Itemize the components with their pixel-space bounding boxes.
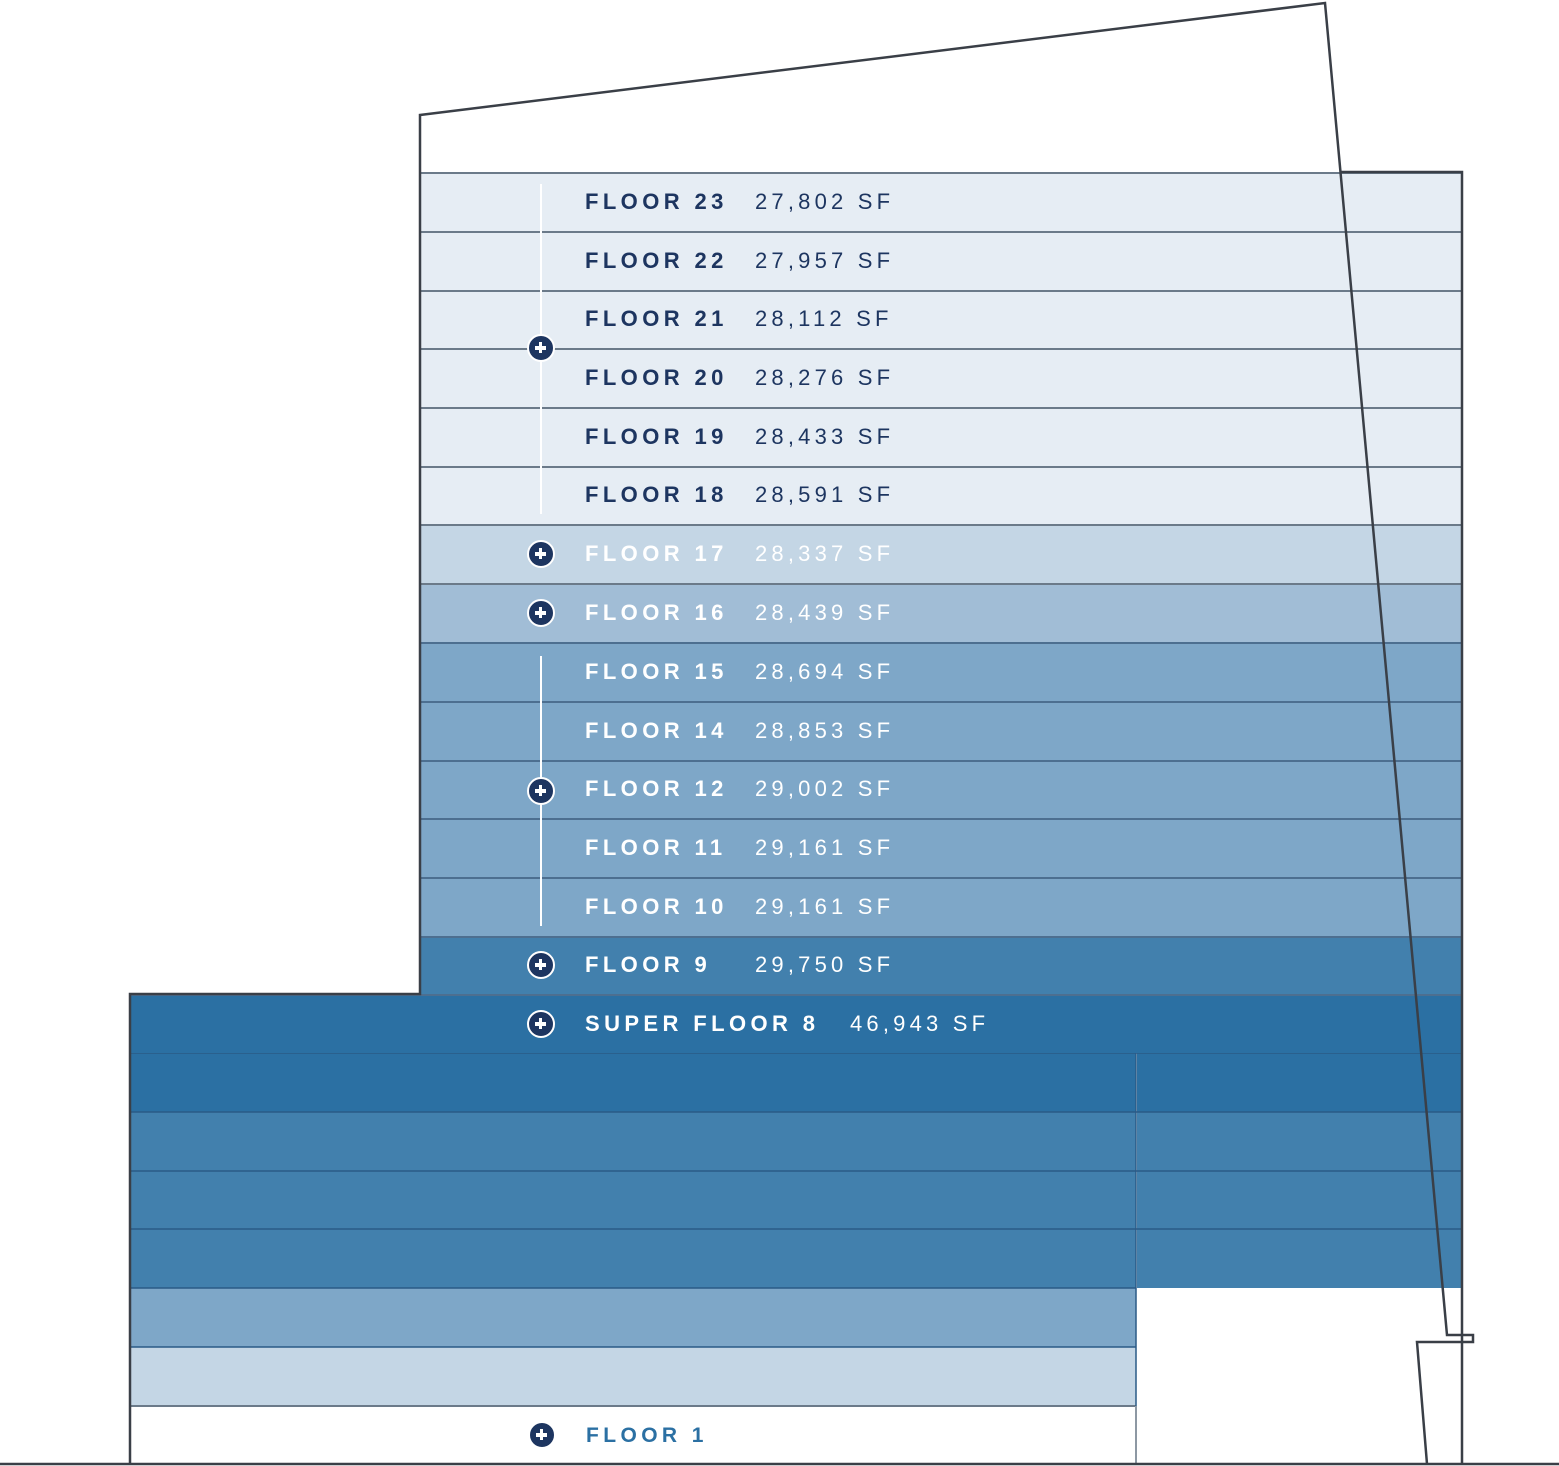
floor-band [420,524,1462,583]
floor-area-label: 28,337 SF [755,541,895,566]
floor-name-label: FLOOR 23 [585,189,728,214]
floor-name-label: FLOOR 21 [585,306,728,331]
podium-band-right [1137,1229,1462,1288]
podium-band-right [1137,1171,1462,1229]
floor-area-label: 28,439 SF [755,600,895,625]
floor-band [420,642,1462,701]
floor-band [420,936,1462,994]
floor-row-14[interactable]: FLOOR 14 28,853 SF [0,701,1559,760]
floor-name-label: FLOOR 14 [585,718,728,743]
floor-name-label: FLOOR 18 [585,482,728,507]
floor-area-label: 28,591 SF [755,482,895,507]
floor-band [420,172,1462,231]
expand-floor-17-icon[interactable] [527,540,555,568]
floor-row-16[interactable]: FLOOR 16 28,439 SF [0,583,1559,642]
floor-band [420,818,1462,877]
expand-floor-group-upper-icon[interactable] [527,334,555,362]
floor-row-22[interactable]: FLOOR 22 27,957 SF [0,231,1559,290]
floor-area-label: 28,694 SF [755,659,895,684]
podium-band-right [1137,1112,1462,1171]
floor-name-label: FLOOR 12 [585,776,728,801]
floor-row-21[interactable]: FLOOR 21 28,112 SF [0,290,1559,348]
expand-floor-1-icon[interactable] [528,1421,556,1449]
floor-name-label: FLOOR 9 [585,952,712,977]
floor-area-label: 28,433 SF [755,424,895,449]
podium-band [130,1229,1136,1288]
floor-name-label: FLOOR 16 [585,600,728,625]
floor-name-label: FLOOR 11 [585,835,727,860]
floor-name-label: FLOOR 15 [585,659,728,684]
floor-row-15[interactable]: FLOOR 15 28,694 SF [0,642,1559,701]
floor-area-label: 28,112 SF [755,306,893,331]
floor-band [420,231,1462,290]
floor-1-label: FLOOR 1 [586,1424,708,1447]
floor-area-label: 28,853 SF [755,718,895,743]
podium-band [130,1053,1136,1112]
podium-band-right [1137,1053,1462,1112]
floor-area-label: 46,943 SF [850,1011,990,1036]
floor-area-label: 28,276 SF [755,365,895,390]
floor-area-label: 29,161 SF [755,894,895,919]
floor-row-11[interactable]: FLOOR 11 29,161 SF [0,818,1559,877]
floor-band [420,583,1462,642]
floor-band [420,466,1462,524]
floor-row-10[interactable]: FLOOR 10 29,161 SF [0,877,1559,936]
floor-area-label: 27,802 SF [755,189,895,214]
floor-row-12[interactable]: FLOOR 12 29,002 SF [0,760,1559,818]
floor-area-label: 27,957 SF [755,248,895,273]
floor-name-label: FLOOR 20 [585,365,728,390]
podium-band [130,1171,1136,1229]
floor-row-23[interactable]: FLOOR 23 27,802 SF [0,172,1559,231]
floor-name-label: SUPER FLOOR 8 [585,1011,820,1036]
floor-area-label: 29,002 SF [755,776,895,801]
floor-area-label: 29,161 SF [755,835,895,860]
floor-row-17[interactable]: FLOOR 17 28,337 SF [0,524,1559,583]
floor-row-1[interactable]: FLOOR 1 [130,1406,1136,1464]
floor-band [420,760,1462,818]
floor-name-label: FLOOR 19 [585,424,728,449]
floor-row-8[interactable]: SUPER FLOOR 8 46,943 SF [0,994,1559,1053]
expand-floor-16-icon[interactable] [527,599,555,627]
floor-band [420,877,1462,936]
expand-floor-group-mid-icon[interactable] [527,777,555,805]
floor-name-label: FLOOR 22 [585,248,728,273]
floor-row-19[interactable]: FLOOR 19 28,433 SF [0,407,1559,466]
podium-band [130,1288,1136,1347]
floor-band [420,348,1462,407]
floor-band [420,701,1462,760]
floor-row-9[interactable]: FLOOR 9 29,750 SF [0,936,1559,994]
podium-band [130,1112,1136,1171]
floor-row-18[interactable]: FLOOR 18 28,591 SF [0,466,1559,524]
podium-band [130,1347,1136,1406]
floor-name-label: FLOOR 10 [585,894,728,919]
floor-band [420,407,1462,466]
expand-floor-8-icon[interactable] [527,1010,555,1038]
floor-area-label: 29,750 SF [755,952,895,977]
expand-floor-9-icon[interactable] [527,951,555,979]
floor-name-label: FLOOR 17 [585,541,728,566]
floor-row-20[interactable]: FLOOR 20 28,276 SF [0,348,1559,407]
floor-band [420,290,1462,348]
